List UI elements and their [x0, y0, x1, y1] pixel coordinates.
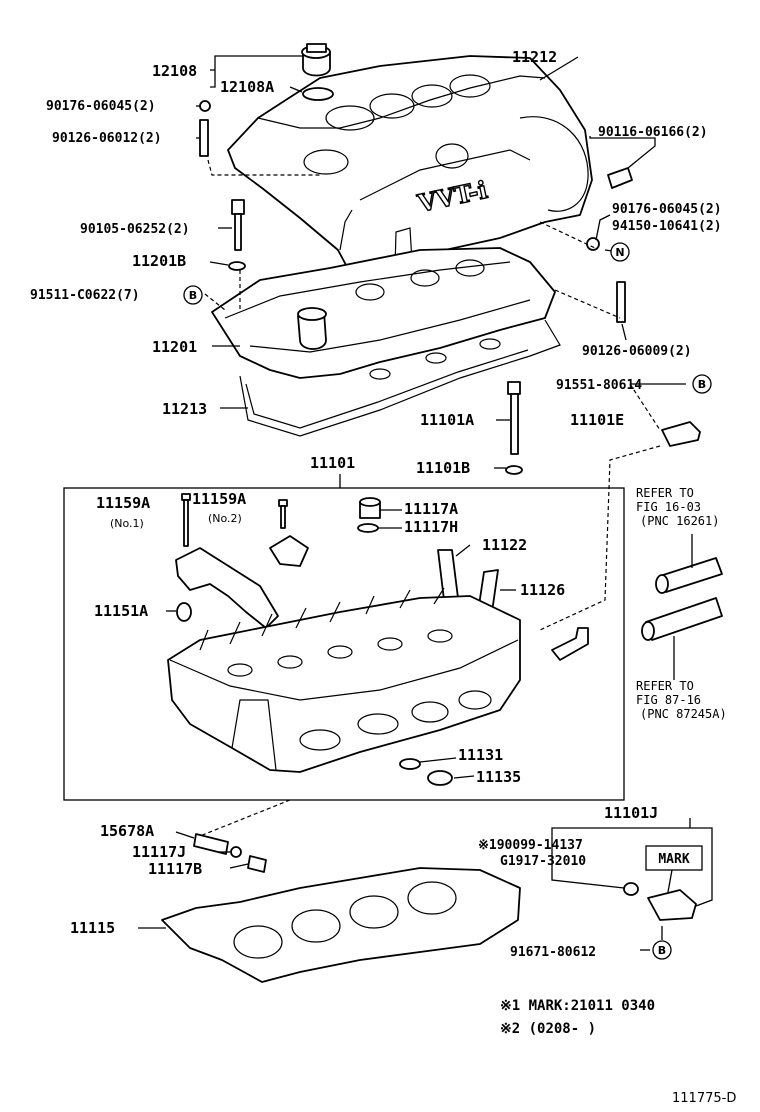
head-bolt-drawing: [507, 381, 521, 455]
label-11159a-no2: 11159A: [192, 490, 246, 508]
hose-lower-drawing: [645, 597, 723, 641]
head-bolt-washer-drawing: [505, 465, 523, 475]
label-11201b: 11201B: [132, 252, 186, 270]
marker-b-text-1: B: [189, 289, 197, 302]
bolt-15678a-drawing: [193, 833, 229, 855]
label-90126-06012: 90126-06012(2): [52, 131, 162, 146]
seal-11135-drawing: [427, 770, 453, 786]
marker-b-text-2: B: [698, 378, 706, 391]
label-90116-06166: 90116-06166(2): [598, 125, 708, 140]
cylinder-head-11101-drawing: [167, 587, 521, 773]
label-90176-06045-a: 90176-06045(2): [46, 99, 156, 114]
note-2: ※2 (0208- ): [500, 1021, 596, 1037]
plug-11117b-drawing: [247, 855, 267, 873]
circled-marker-n: N: [610, 242, 630, 262]
sensor-11101j-drawing: [647, 889, 697, 921]
label-12108: 12108: [152, 62, 197, 80]
cylinder-head-assembly-box: [63, 487, 625, 801]
seal-washer-drawing: [228, 261, 246, 271]
label-91511-c0622: 91511-C0622(7): [30, 288, 140, 303]
refer-bottom-line3: (PNC 87245A): [640, 707, 727, 721]
hose-lower-end: [641, 621, 655, 641]
label-94150-10641: 94150-10641(2): [612, 219, 722, 234]
plug-11117j-drawing: [230, 846, 242, 858]
figure-id: 111775-D: [672, 1091, 736, 1106]
label-11101a: 11101A: [420, 411, 474, 429]
label-90105-06252: 90105-06252(2): [80, 222, 190, 237]
mark-box: [645, 845, 703, 871]
circled-marker-b-2: B: [692, 374, 712, 394]
circled-marker-b-1: B: [183, 285, 203, 305]
refer-bottom-line2: FIG 87-16: [636, 693, 701, 707]
mark-label: MARK: [658, 852, 689, 867]
label-11117b: 11117B: [148, 860, 202, 878]
label-90126-06009: 90126-06009(2): [582, 344, 692, 359]
refer-bottom-line1: REFER TO: [636, 679, 694, 693]
refer-top-line2: FIG 16-03: [636, 500, 701, 514]
label-11122: 11122: [482, 536, 527, 554]
leader-lines: [138, 55, 713, 951]
camshaft-bearing-bolt-no1-drawing: [181, 493, 191, 547]
stud-90126-06009-drawing: [616, 281, 626, 323]
label-11131: 11131: [458, 746, 503, 764]
bearing-cap-no1-drawing: [175, 547, 279, 629]
gasket-11117h-drawing: [357, 523, 379, 533]
cylinder-head-cover-11201-drawing: [211, 247, 556, 380]
label-no1: (No.1): [110, 517, 144, 530]
label-11126: 11126: [520, 581, 565, 599]
note-1: ※1 MARK:21011 0340: [500, 998, 655, 1014]
o-ring-11151a-drawing: [176, 602, 192, 622]
bolt-90105-drawing: [231, 199, 245, 251]
head-gasket-11115-drawing: [161, 867, 521, 983]
head-cover-11212-drawing: VVT-i: [227, 55, 593, 283]
head-cover-gasket-drawing: [239, 319, 561, 437]
label-no2: (No.2): [208, 512, 242, 525]
label-11201: 11201: [152, 338, 197, 356]
refer-top-line3: (PNC 16261): [640, 514, 719, 528]
plug-11117a-drawing: [359, 497, 381, 519]
refer-top-line1: REFER TO: [636, 486, 694, 500]
o-ring-90099-drawing: [623, 882, 639, 896]
label-11117h: 11117H: [404, 518, 458, 536]
label-91671-80612: 91671-80612: [510, 945, 596, 960]
stud-bolt-drawing: [199, 100, 211, 157]
circled-marker-b-3: B: [652, 940, 672, 960]
label-11151a: 11151A: [94, 602, 148, 620]
bolt-90116-drawing: [607, 167, 633, 189]
label-11101j: 11101J: [604, 804, 658, 822]
oil-filler-cap-drawing: [301, 43, 334, 101]
label-11212: 11212: [512, 48, 557, 66]
camshaft-bearing-bolt-no2-drawing: [278, 499, 288, 529]
label-91551-80614: 91551-80614: [556, 378, 642, 393]
label-90176-06045-b: 90176-06045(2): [612, 202, 722, 217]
hose-upper-end: [655, 574, 669, 594]
label-11101: 11101: [310, 454, 355, 472]
label-11213: 11213: [162, 400, 207, 418]
label-11115: 11115: [70, 919, 115, 937]
label-11159a-no1: 11159A: [96, 494, 150, 512]
hose-upper-drawing: [659, 557, 723, 593]
label-15678a: 15678A: [100, 822, 154, 840]
label-g1917-32010: G1917-32010: [500, 854, 586, 869]
marker-b-text-3: B: [658, 944, 666, 957]
label-11101b: 11101B: [416, 459, 470, 477]
label-12108a: 12108A: [220, 78, 274, 96]
grommet-drawing: [586, 237, 600, 251]
water-union-drawing: [551, 627, 589, 661]
label-11101e: 11101E: [570, 411, 624, 429]
label-11117a: 11117A: [404, 500, 458, 518]
head-cover-gasket-inner-line: [245, 349, 529, 429]
marker-n-text: N: [615, 246, 624, 259]
plug-11101e-drawing: [661, 421, 701, 447]
bearing-cap-no2-drawing: [269, 535, 309, 567]
seal-11131-drawing: [399, 758, 421, 770]
label-11135: 11135: [476, 768, 521, 786]
label-90099-14137: ※190099-14137: [478, 838, 583, 853]
label-11117j: 11117J: [132, 843, 186, 861]
